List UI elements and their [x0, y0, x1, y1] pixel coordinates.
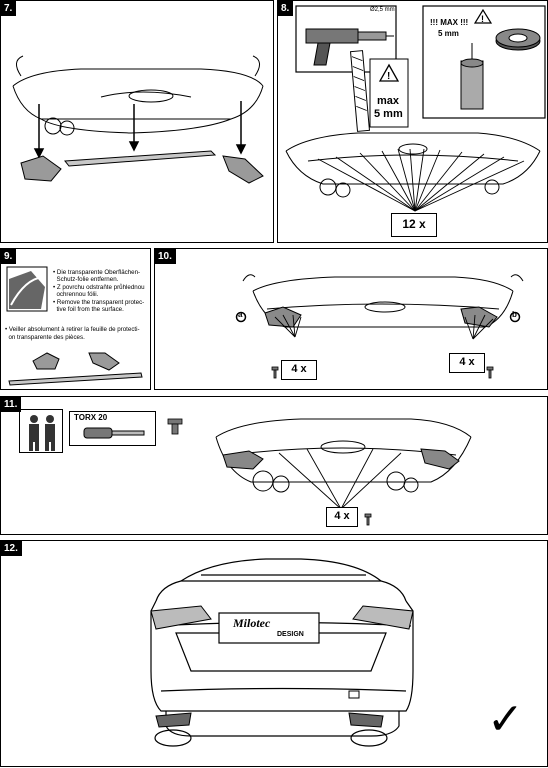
- note-line: • Die transparente Oberflächen-: [53, 269, 141, 276]
- svg-text:!: !: [481, 14, 484, 24]
- tape-max-label-line2: 5 mm: [438, 29, 459, 38]
- note-line: Schutz-folie entfernen.: [53, 276, 119, 284]
- drill-size-label: Ø2,5 mm: [370, 7, 395, 13]
- svg-text:!: !: [387, 71, 390, 82]
- step-number: 10.: [155, 249, 176, 264]
- checkmark-icon: ✓: [487, 695, 524, 744]
- note-line: • Z povrchu odstraňte průhlednou: [53, 283, 145, 291]
- max-depth-label-line1: max: [377, 95, 400, 107]
- note-line: ochrennou fólii.: [53, 291, 99, 299]
- step-number: 8.: [278, 1, 294, 16]
- panel-step-8: 8. ! !: [277, 0, 548, 243]
- note-line: on transparente des pièces.: [5, 334, 85, 341]
- panel-step-9: 9. • Die transparente Oberflächen- Schut…: [0, 248, 151, 390]
- car-rear-view-illustration: [150, 558, 414, 747]
- note-line: • Remove the transparent protec-: [53, 298, 145, 306]
- remove-foil-illustration: [6, 266, 143, 386]
- screw-count-box: 4 x: [326, 507, 358, 527]
- right-screw-count-box: 4 x: [449, 353, 485, 373]
- step-number: 11.: [1, 397, 22, 412]
- marker-a: a: [238, 310, 243, 319]
- drilling-illustration: ! !: [285, 5, 546, 212]
- screwdriver-icon: [83, 427, 145, 439]
- note-line: • Veiller absolument à retirer la feuill…: [5, 326, 140, 333]
- logo-text-line1: Milotec: [233, 616, 271, 630]
- rear-bumper-exploded-illustration: [12, 55, 264, 184]
- left-screw-count-box: 4 x: [281, 360, 317, 380]
- tape-max-label-line1: !!! MAX !!!: [430, 18, 469, 27]
- torx-tool-box: TORX 20: [69, 411, 156, 446]
- panel-step-12: 12. Milotec DESIGN ✓: [0, 540, 548, 767]
- bumper-screw-illustration: [167, 418, 472, 526]
- install-tips-illustration: [235, 274, 524, 379]
- note-line: tive foil from the surface.: [53, 306, 124, 314]
- step-number: 12.: [1, 541, 22, 556]
- panel-step-7: 7.: [0, 0, 274, 243]
- max-depth-label-line2: 5 mm: [374, 108, 403, 120]
- foil-instructions: • Die transparente Oberflächen- Schutz-f…: [53, 269, 151, 313]
- torx-label: TORX 20: [74, 413, 108, 422]
- panel-step-10: 10. a b 4 x 4 x: [154, 248, 548, 390]
- step-number: 7.: [1, 1, 17, 16]
- hole-count-box: 12 x: [391, 213, 437, 237]
- marker-b: b: [512, 310, 517, 319]
- panel-step-11: 11. TORX 20: [0, 396, 548, 535]
- step-number: 9.: [1, 249, 17, 264]
- logo-text-line2: DESIGN: [277, 631, 304, 638]
- two-persons-icon: [19, 409, 63, 453]
